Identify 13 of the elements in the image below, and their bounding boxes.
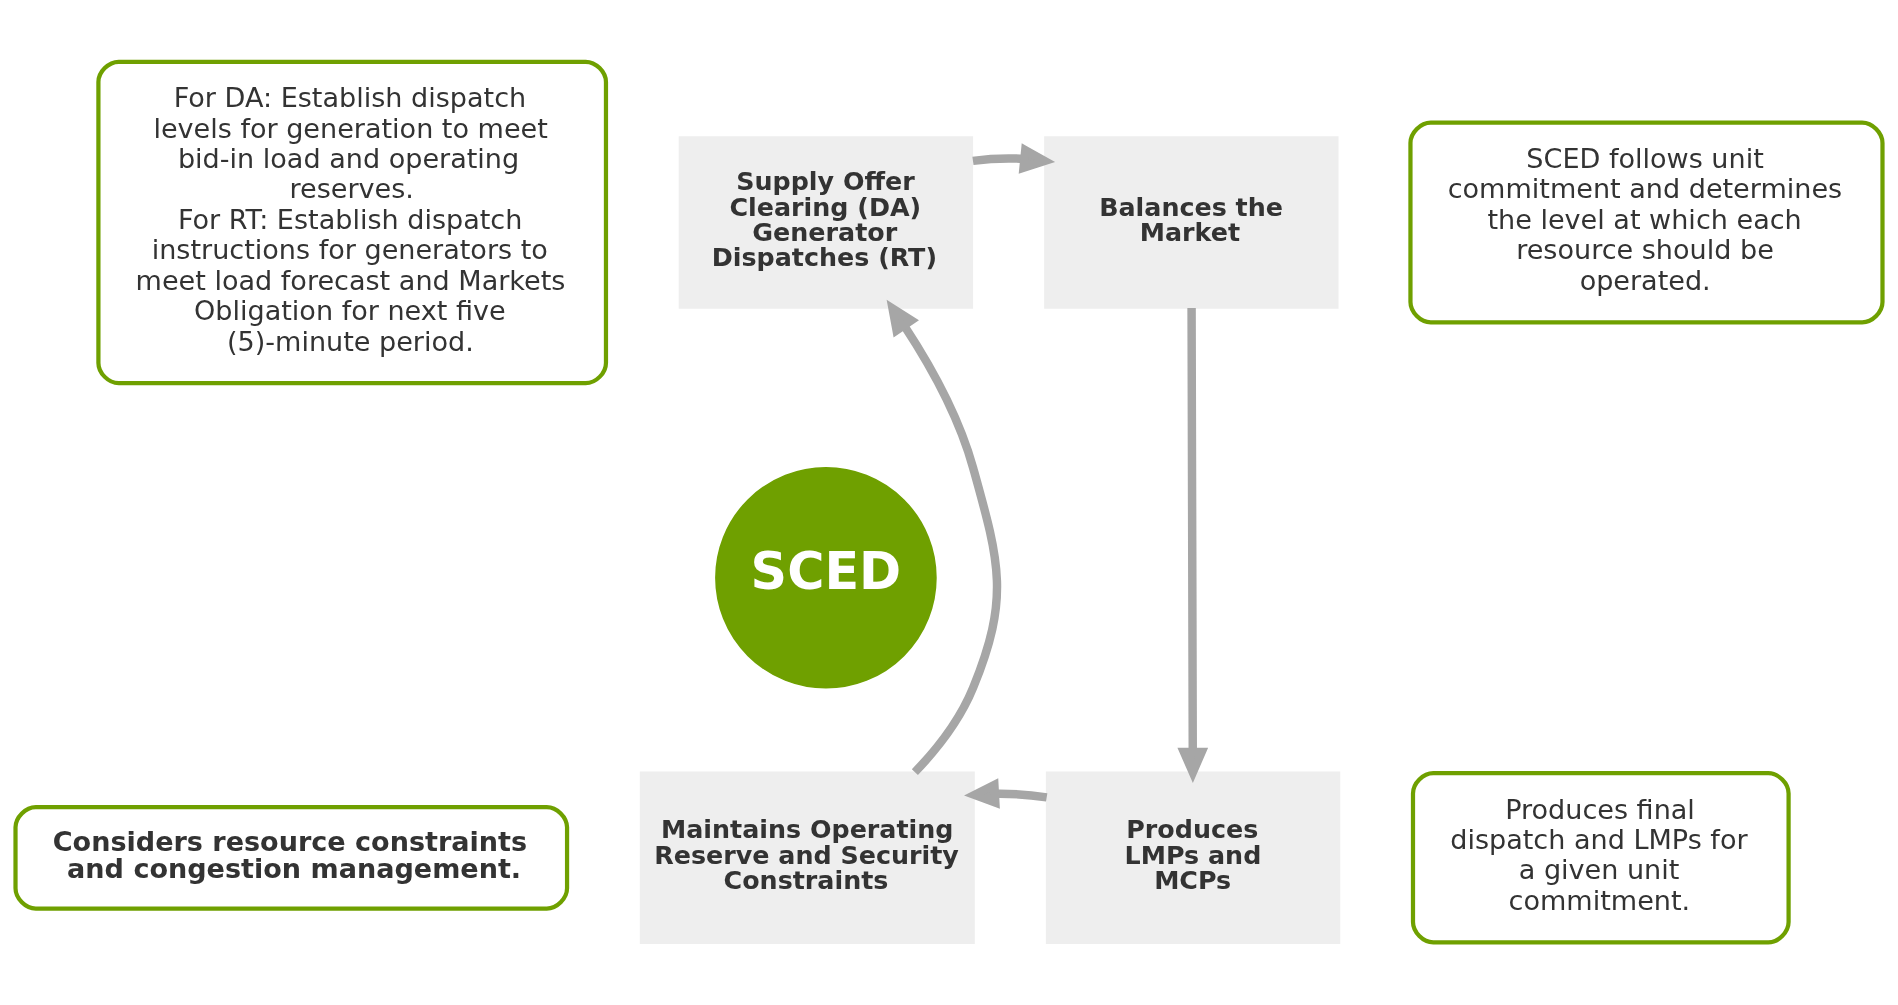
node-box: Balances the Market bbox=[1044, 136, 1339, 309]
node-box: SCED follows unit commitment and determines the level at which each resource should be operated. bbox=[1408, 120, 1885, 325]
arrow bbox=[964, 778, 1048, 809]
arrow bbox=[1177, 308, 1209, 783]
arrow bbox=[972, 143, 1056, 174]
node-box: Considers resource constraints and congestion management. bbox=[13, 804, 570, 911]
arrow bbox=[886, 299, 1002, 775]
node-box: Maintains Operating Reserve and Security Constraints bbox=[639, 771, 975, 945]
node-box: Produces final dispatch and LMPs for a given unit commitment. bbox=[1410, 771, 1791, 945]
node-box: Supply Offer Clearing (DA) Generator Dispatches (RT) bbox=[678, 136, 974, 309]
node-box: For DA: Establish dispatch levels for generation to meet bid-in load and operating reserves. For RT: Establish dispatch instructions for generators to meet load forecast and Markets Obligation for next five (5)-minute period. bbox=[96, 59, 609, 386]
node-box: Produces LMPs and MCPs bbox=[1045, 771, 1341, 945]
node-circle: SCED bbox=[715, 466, 937, 689]
